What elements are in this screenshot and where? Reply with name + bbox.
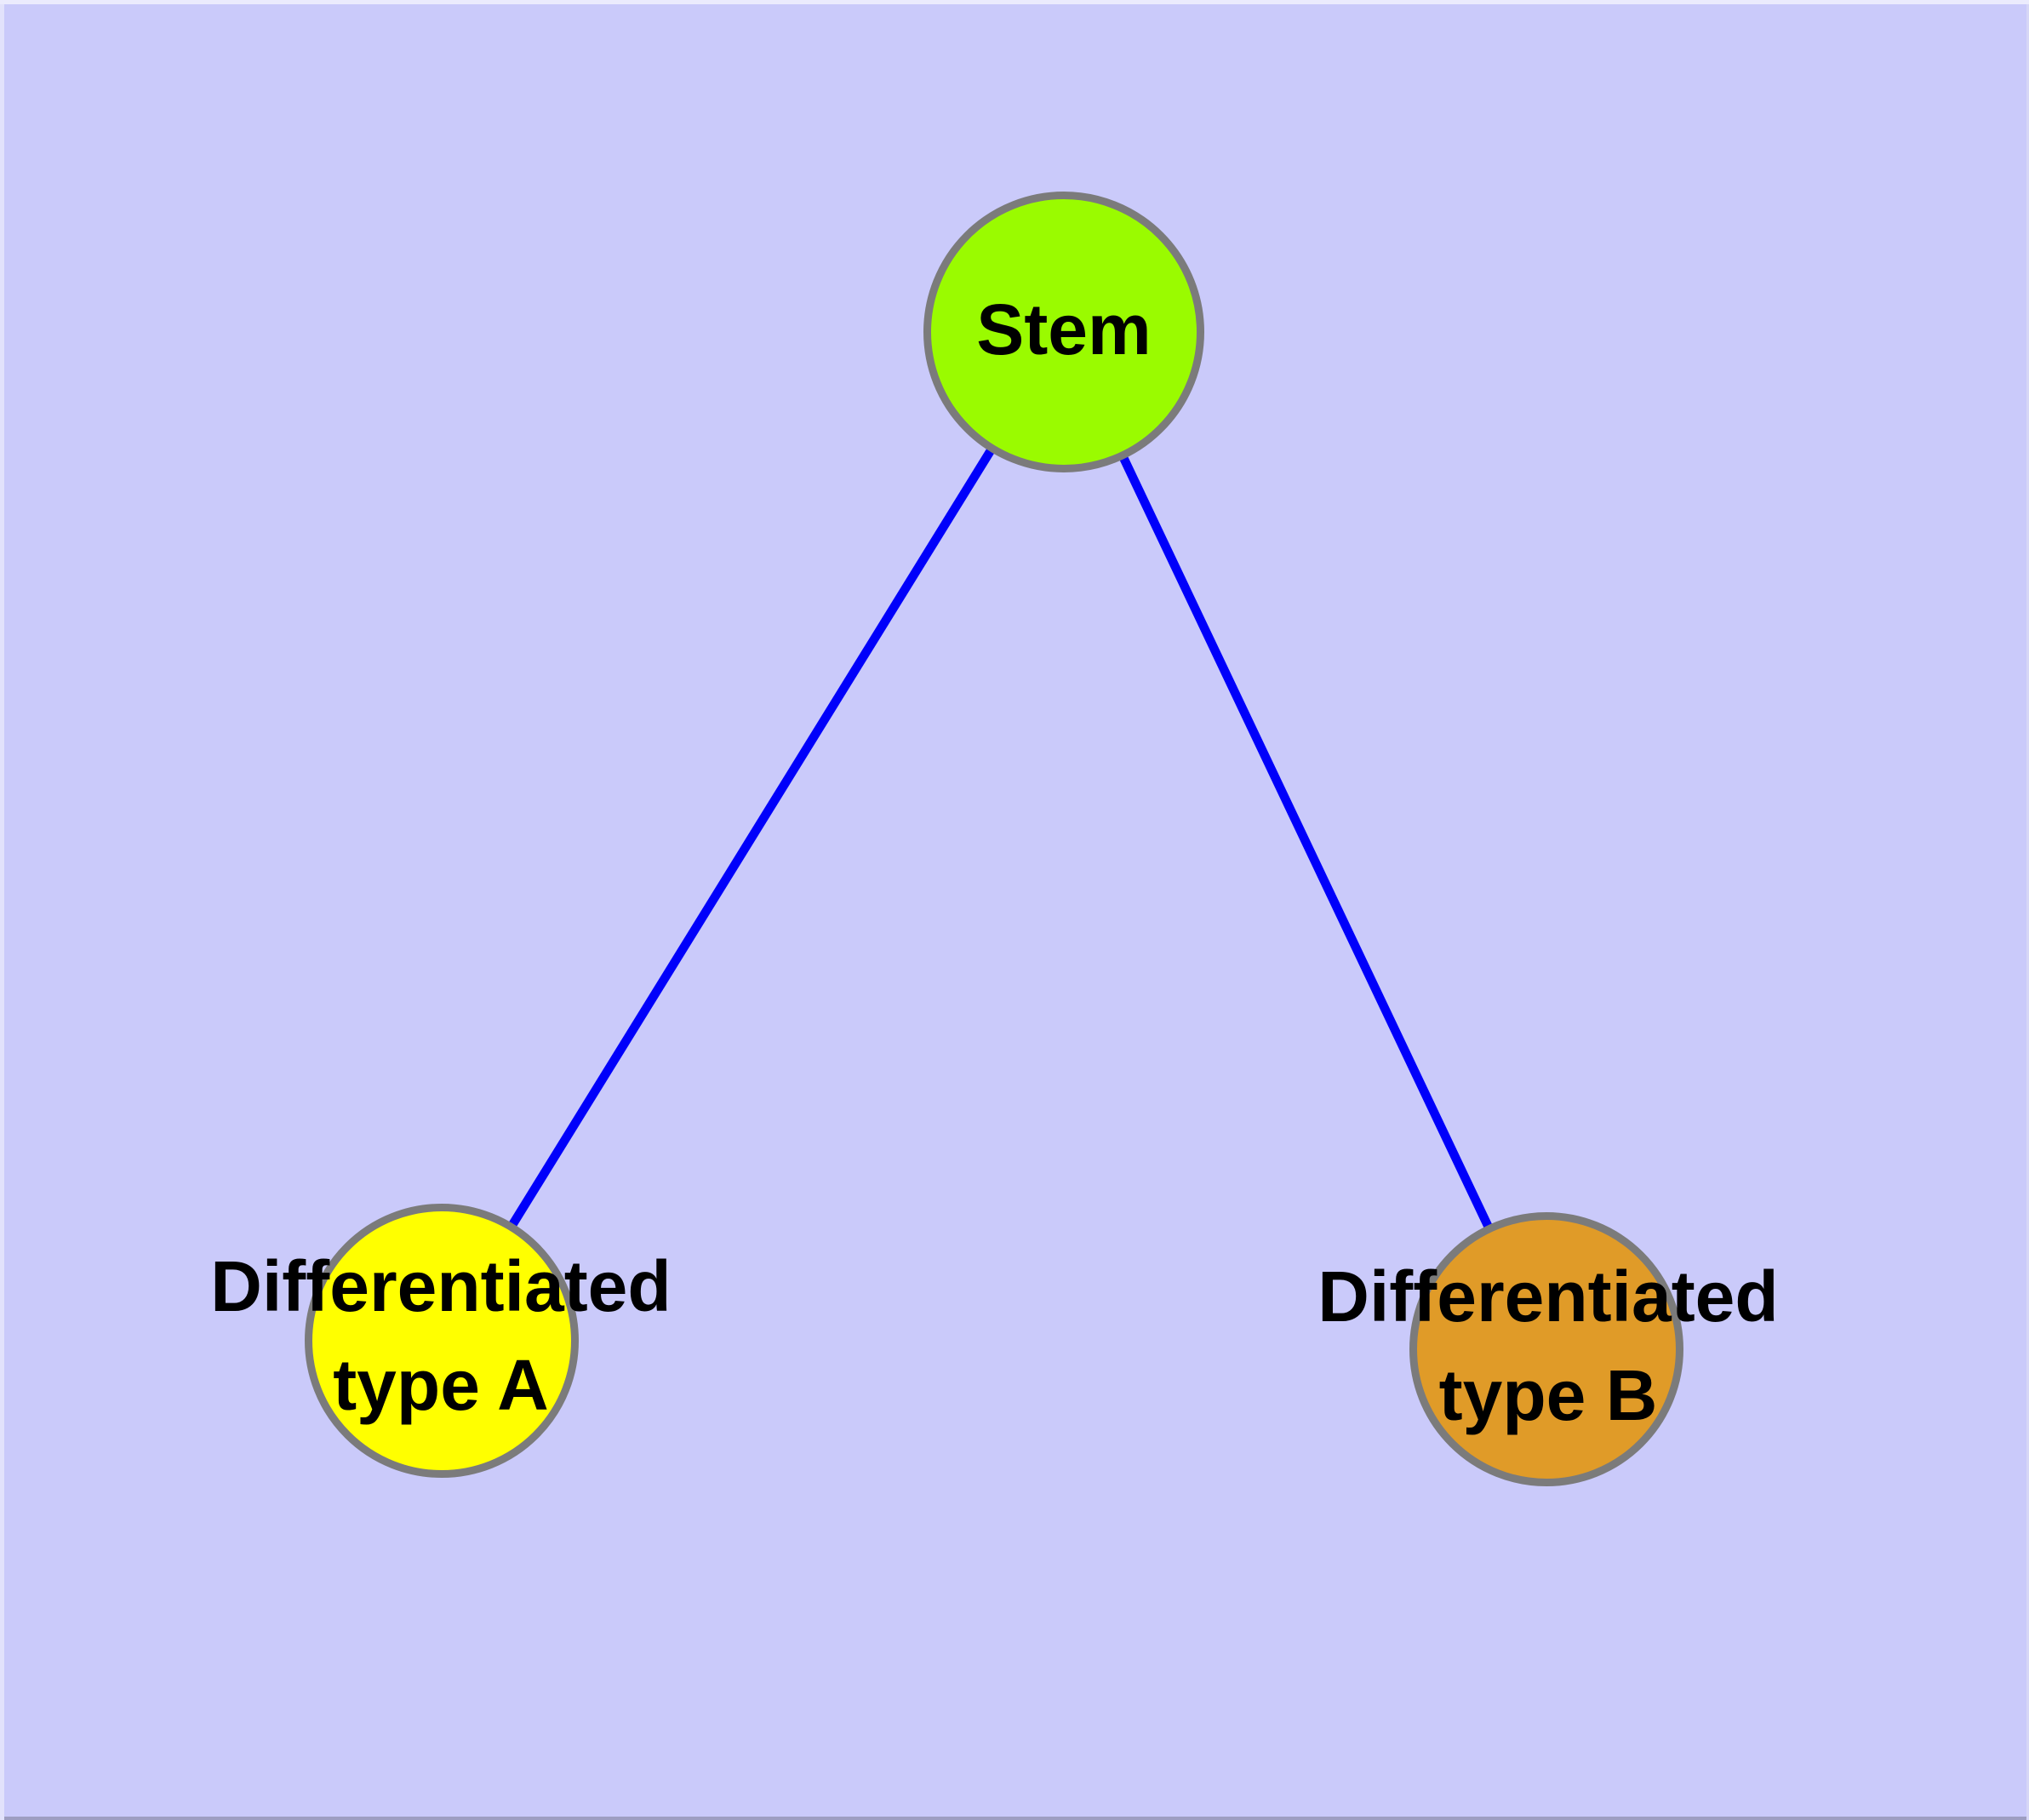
- node-stem[interactable]: [923, 192, 1204, 472]
- node-differentiated-type-a[interactable]: [305, 1204, 579, 1478]
- node-differentiated-type-b[interactable]: [1409, 1212, 1683, 1486]
- edge-stem-to-type-a: [437, 329, 1068, 1343]
- edge-stem-to-type-b: [1060, 329, 1551, 1352]
